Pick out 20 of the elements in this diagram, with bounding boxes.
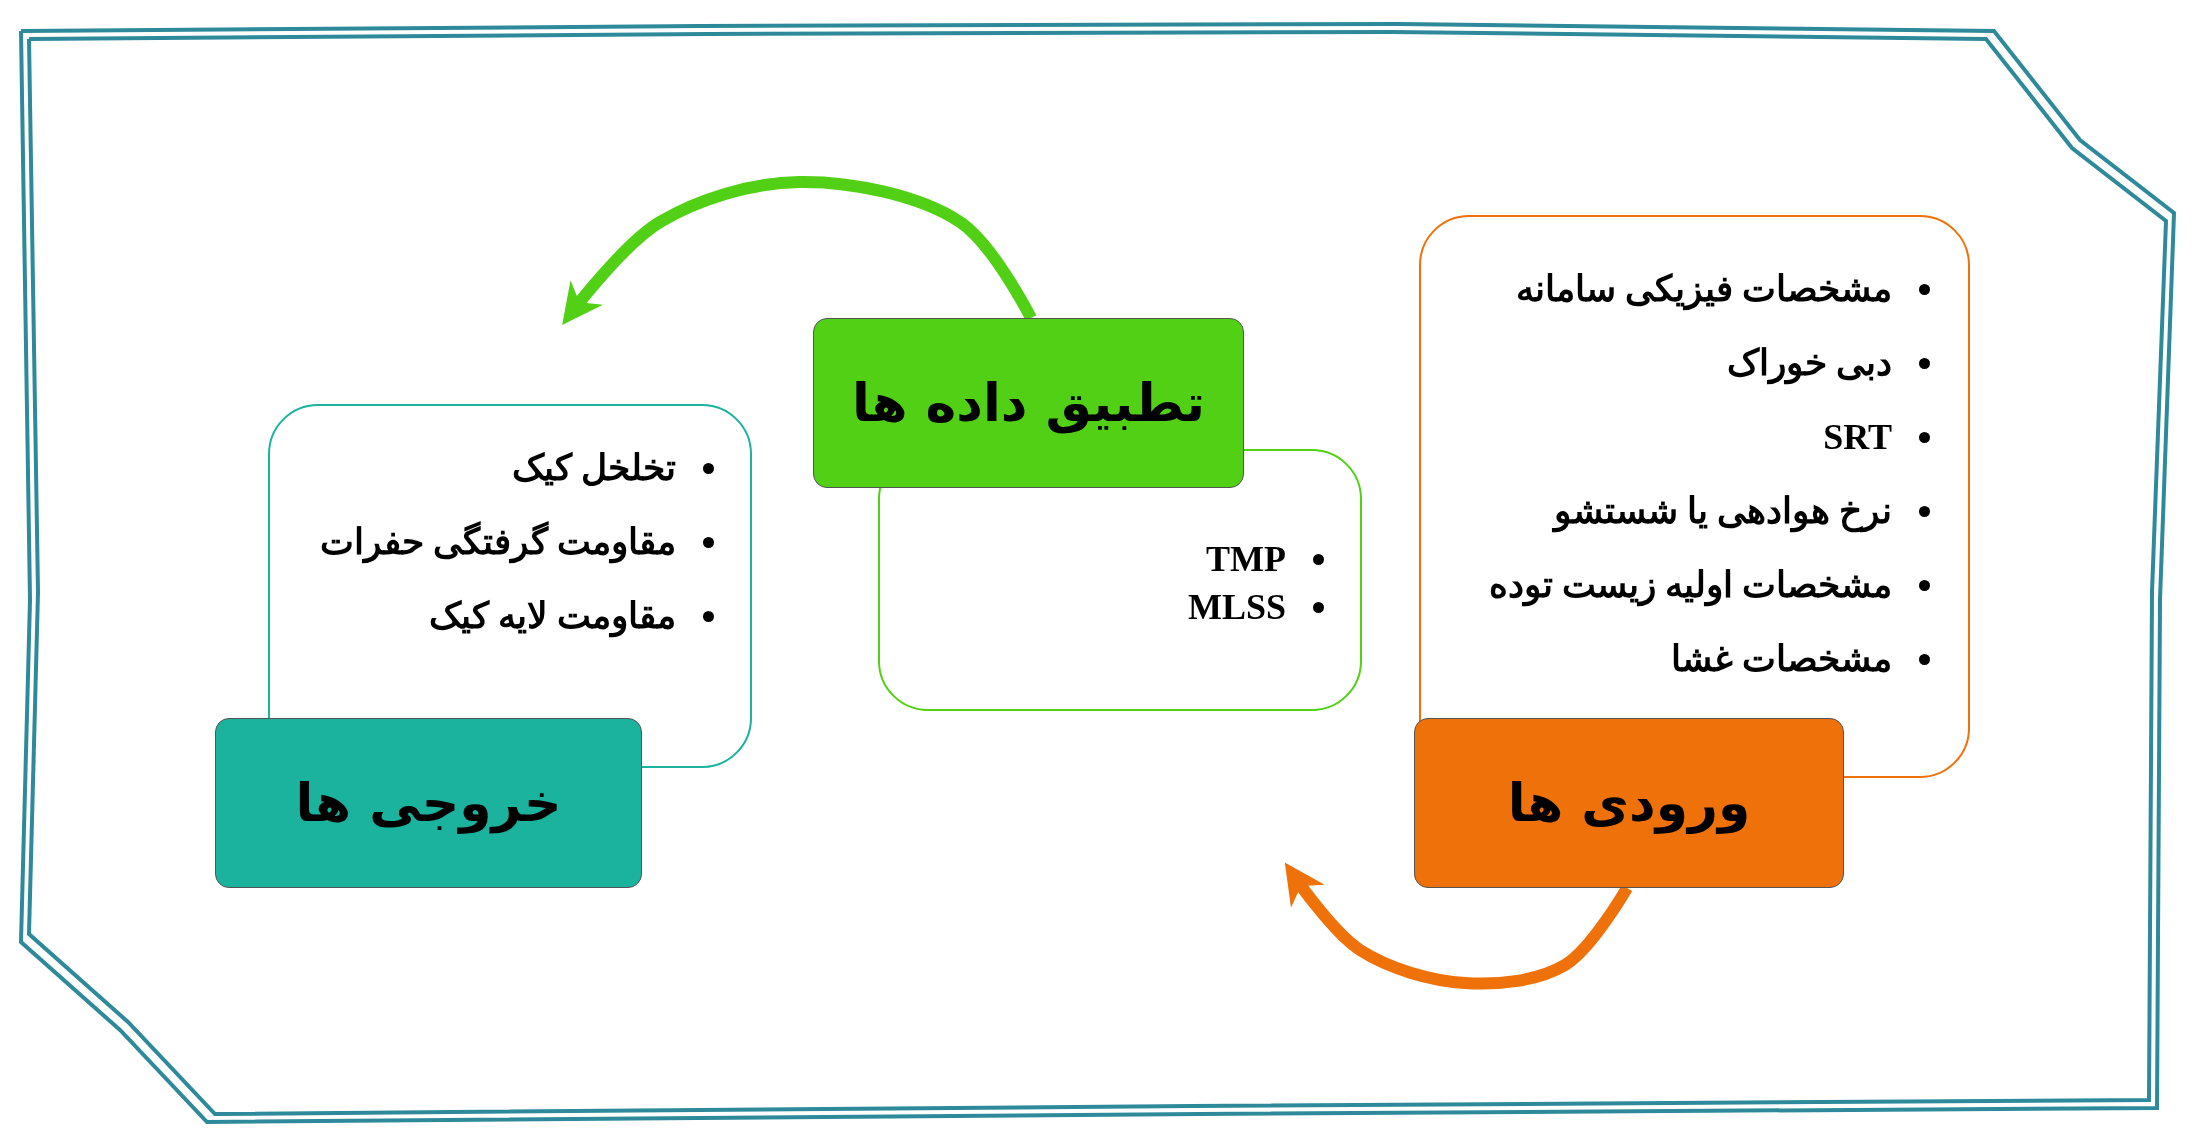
bullet-item: مشخصات اولیه زیست توده bbox=[1489, 563, 1936, 607]
bullet-item: دبی خوراک bbox=[1727, 341, 1936, 385]
header-label: خروجی ها bbox=[295, 773, 562, 833]
bullet-item: TMP bbox=[1206, 537, 1330, 581]
bullet-item: مقاومت لایه کیک bbox=[429, 594, 720, 638]
curved-arrow bbox=[562, 176, 1037, 325]
bullet-item: MLSS bbox=[1187, 585, 1330, 629]
bullet-item: مشخصات غشا bbox=[1671, 637, 1936, 681]
bullet-item: مقاومت گرفتگی حفرات bbox=[320, 520, 720, 564]
bullet-item: مشخصات فیزیکی سامانه bbox=[1516, 267, 1936, 311]
header-box bbox=[215, 718, 642, 888]
header-box bbox=[1414, 718, 1844, 888]
header-label: ورودی ها bbox=[1507, 773, 1751, 833]
bullet-item: نرخ هوادهی یا شستشو bbox=[1554, 489, 1936, 533]
header-box bbox=[813, 318, 1244, 488]
list-panel bbox=[1419, 215, 1970, 778]
bullet-item: تخلخل کیک bbox=[512, 446, 720, 490]
curved-arrow bbox=[1284, 862, 1633, 990]
header-label: تطبیق داده ها bbox=[851, 373, 1206, 433]
bullet-item: SRT bbox=[1823, 415, 1936, 459]
